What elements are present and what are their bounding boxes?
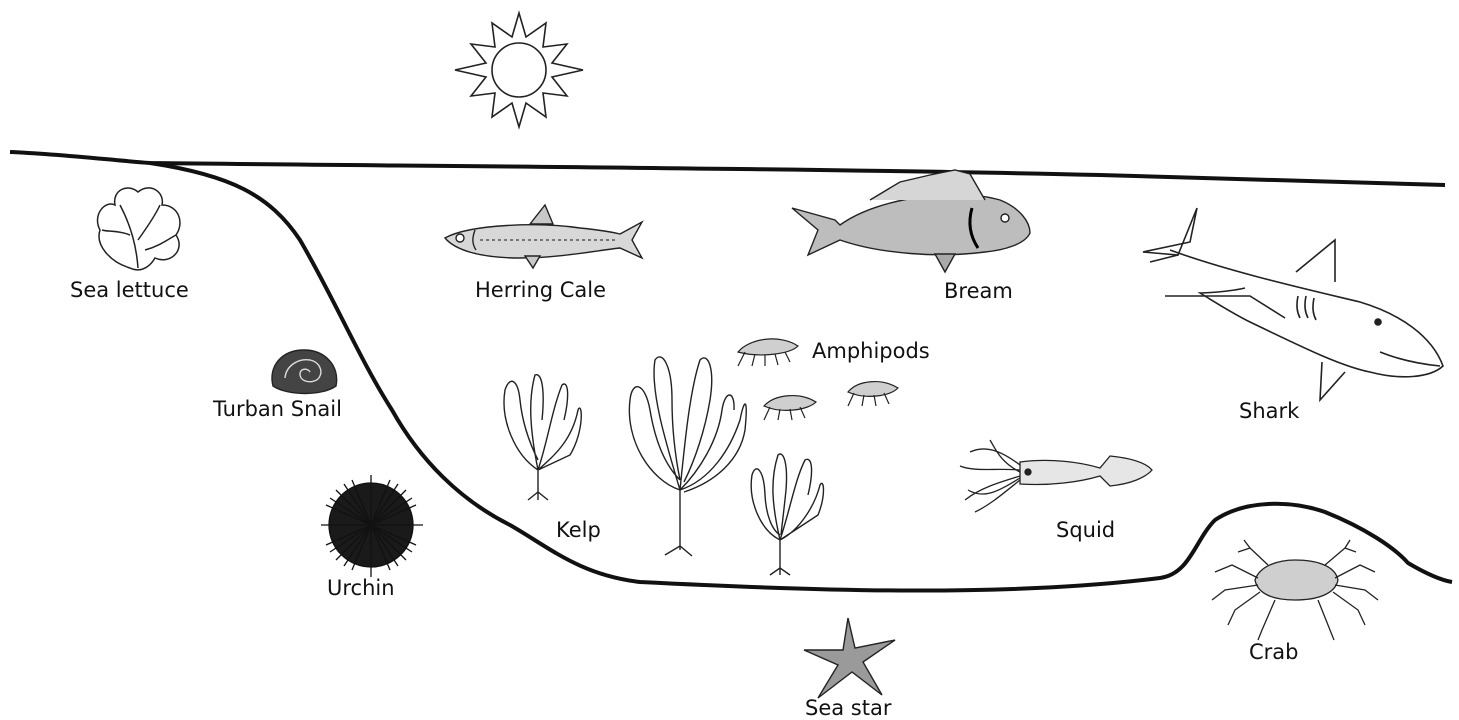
- urchin-icon: [321, 475, 423, 577]
- crab-label: Crab: [1249, 642, 1299, 663]
- shark-label: Shark: [1239, 401, 1299, 422]
- sea-star-icon: [804, 618, 895, 698]
- squid-icon: [960, 440, 1152, 512]
- herring-icon: [445, 205, 642, 268]
- herring-label: Herring Cale: [475, 280, 606, 301]
- amphipods-label: Amphipods: [812, 341, 930, 362]
- bream-icon: [792, 170, 1030, 272]
- kelp-label: Kelp: [556, 520, 601, 541]
- urchin-label: Urchin: [327, 578, 395, 599]
- sea-lettuce-icon: [98, 188, 180, 270]
- shark-icon: [1143, 208, 1443, 400]
- turban-snail-label: Turban Snail: [213, 399, 342, 420]
- sea-star-label: Sea star: [805, 698, 891, 719]
- turban-snail-icon: [272, 350, 337, 394]
- kelp-icon: [504, 357, 823, 575]
- bream-label: Bream: [944, 281, 1013, 302]
- crab-icon: [1212, 540, 1378, 640]
- sea-lettuce-label: Sea lettuce: [70, 280, 189, 301]
- sun-icon: [455, 13, 583, 127]
- squid-label: Squid: [1056, 520, 1115, 541]
